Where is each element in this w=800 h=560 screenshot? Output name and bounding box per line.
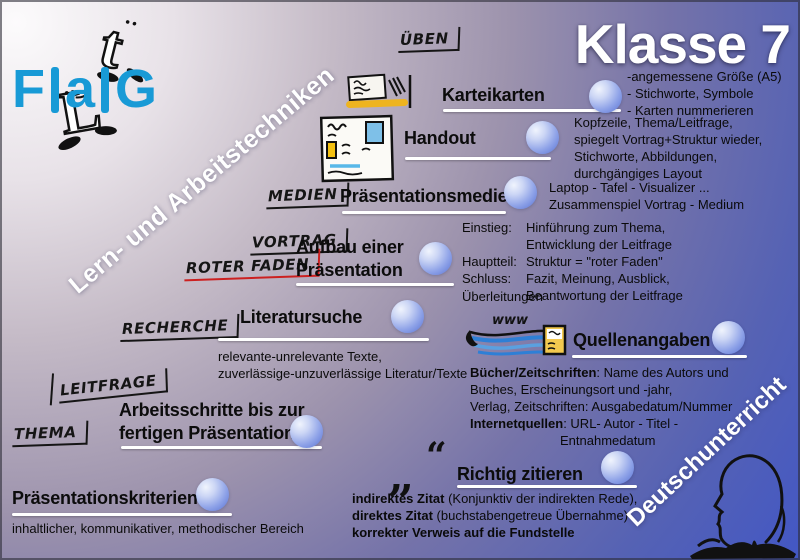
note-line: Kopfzeile, Thema/Leitfrage, [574, 115, 733, 130]
note-line: Verlag, Zeitschriften: Ausgabedatum/Numm… [470, 398, 733, 414]
underline [405, 157, 551, 160]
notes-praesentationskriterien: inhaltlicher, kommunikativer, methodisch… [12, 521, 304, 538]
logo-bar [51, 67, 59, 113]
note-line: - Karten nummerieren [627, 102, 754, 118]
school-logo: F a G [12, 62, 157, 116]
note-value: Struktur = "roter Faden" [526, 253, 663, 269]
note-line: Buches, Erscheinungsort und -jahr, [470, 381, 673, 397]
note-value: Entwicklung der Leitfrage [526, 236, 672, 252]
note-line: inhaltlicher, kommunikativer, methodisch… [12, 521, 304, 536]
underline [121, 446, 322, 449]
sphere-bullet [391, 300, 424, 333]
sphere-bullet [419, 242, 452, 275]
logo-letter-f: F [12, 59, 45, 119]
head-silhouette-icon [690, 454, 796, 559]
note-key: Hauptteil: [462, 253, 517, 269]
note-line: Überleitungen [462, 289, 543, 304]
hand-label-ueben: ÜBEN [397, 28, 460, 54]
sphere-bullet [504, 176, 537, 209]
section-title-literatursuche: Literatursuche [240, 307, 363, 327]
quote-marks-icon: “ [426, 435, 447, 477]
section-title-quellenangaben: Quellenangaben [573, 330, 711, 350]
note-line: Internetquellen: URL- Autor - Titel - [470, 415, 679, 431]
logo-bar [101, 67, 110, 113]
note-line: - Stichworte, Symbole [627, 85, 754, 101]
sphere-bullet [526, 121, 559, 154]
underline [572, 355, 747, 358]
underline [296, 283, 454, 286]
note-key [462, 237, 526, 254]
underline [457, 485, 637, 488]
notes-literatursuche: relevante-unrelevante Texte, zuverlässig… [218, 349, 467, 383]
note-key: Einstieg: [462, 220, 512, 235]
quote-marks-icon: „ [388, 448, 415, 502]
note-line: Laptop - Tafel - Visualizer ... [549, 180, 710, 195]
section-title-praesentationskriterien: Präsentationskriterien [12, 488, 198, 508]
sphere-bullet [196, 478, 229, 511]
note-line: Bücher/Zeitschriften: Name des Autors un… [470, 365, 729, 380]
underline [218, 338, 429, 341]
note-line: -angemessene Größe (A5) [627, 69, 782, 84]
note-line: durchgängiges Layout [574, 165, 702, 181]
www-sources-icon: www [465, 313, 567, 356]
note-line: direktes Zitat (buchstabengetreue Überna… [352, 507, 629, 523]
sphere-bullet [589, 80, 622, 113]
logo-letter-g: G [115, 59, 158, 119]
underline [443, 109, 621, 112]
note-line: spiegelt Vortrag+Struktur wieder, [574, 131, 763, 147]
note-value: Hinführung zum Thema, [526, 220, 666, 235]
note-line: relevante-unrelevante Texte, [218, 349, 382, 364]
sphere-bullet [290, 415, 323, 448]
section-title-praesentationsmedien: Präsentationsmedien [340, 186, 519, 206]
section-title-richtig-zitieren: Richtig zitieren [457, 464, 583, 484]
sphere-bullet [601, 451, 634, 484]
section-title-karteikarten: Karteikarten [442, 85, 545, 105]
runner-letters-icon: t L [53, 10, 144, 150]
note-line: Zusammenspiel Vortrag - Medium [549, 196, 745, 212]
notes-richtig-zitieren: indirektes Zitat (Konjunktiv der indirek… [352, 491, 637, 542]
underline [12, 513, 232, 516]
karteikarten-cards-icon [346, 73, 412, 108]
section-title-handout: Handout [404, 128, 476, 148]
underline [342, 211, 506, 214]
note-line: Stichworte, Abbildungen, [574, 148, 718, 164]
note-line: indirektes Zitat (Konjunktiv der indirek… [352, 491, 638, 506]
sphere-bullet [712, 321, 745, 354]
note-value: Beantwortung der Leitfrage [526, 287, 683, 303]
section-title-aufbau: Aufbau einer Präsentation [296, 237, 404, 281]
section-title-arbeitsschritte: Arbeitsschritte bis zur fertigen Präsent… [119, 400, 305, 444]
handout-sheet-icon [319, 114, 395, 183]
note-line: zuverlässige-unzuverlässige Literatur/Te… [218, 365, 468, 381]
note-key: Schluss: [462, 270, 512, 286]
class-title: Klasse 7 [574, 13, 791, 75]
www-label: www [492, 313, 529, 328]
hand-label-medien: MEDIEN [265, 184, 348, 210]
notes-quellenangaben: Bücher/Zeitschriften: Name des Autors un… [470, 365, 732, 449]
notes-aufbau: Einstieg: Hinführung zum Thema, Entwicklu… [462, 220, 683, 304]
note-line: korrekter Verweis auf die Fundstelle [352, 524, 575, 540]
logo-letter-a: a [65, 59, 96, 119]
notes-praesentationsmedien: Laptop - Tafel - Visualizer ... Zusammen… [549, 180, 744, 214]
hand-label-thema: THEMA [11, 422, 87, 448]
note-line: Entnahmedatum [560, 432, 656, 448]
svg-text:L: L [55, 75, 106, 147]
note-value: Fazit, Meinung, Ausblick, [526, 270, 670, 286]
notes-karteikarten: -angemessene Größe (A5) - Stichworte, Sy… [627, 69, 782, 120]
notes-handout: Kopfzeile, Thema/Leitfrage, spiegelt Vor… [574, 115, 762, 183]
